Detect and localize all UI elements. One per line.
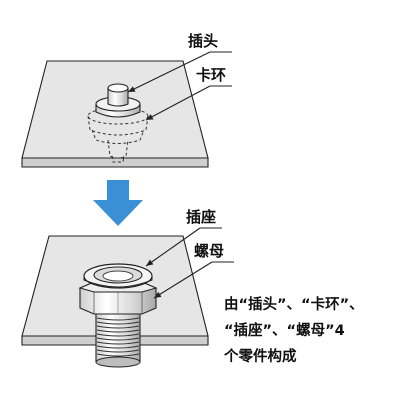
caption: 由“插头”、“卡环”、 “插座”、“螺母”4 个零件构成 (224, 292, 400, 370)
thread-line (96, 345, 140, 349)
thread-line (96, 353, 140, 357)
nut-leader (153, 261, 213, 299)
thread-line (96, 337, 140, 341)
bottom-panel: 插座 螺母 (21, 208, 234, 368)
thread-line (96, 341, 140, 345)
socket (83, 263, 153, 289)
thread-line (96, 317, 140, 321)
caption-line-3: 个零件构成 (224, 349, 297, 365)
thread-line (96, 325, 140, 329)
top-panel: 插头 卡环 (21, 32, 232, 168)
nut-label: 螺母 (194, 242, 224, 260)
thread-line (96, 333, 140, 337)
plug-leader (127, 51, 211, 93)
socket-leader (145, 227, 201, 267)
caption-line-1: 由“插头”、“卡环”、 (224, 297, 364, 313)
thread-line (96, 349, 140, 353)
plug (95, 83, 141, 163)
clip-label: 卡环 (196, 66, 226, 84)
caption-line-2: “插座”、“螺母”4 (224, 323, 345, 339)
clip-leader (145, 85, 211, 121)
thread-line (96, 321, 140, 325)
down-arrow-icon (93, 180, 143, 226)
socket-label: 插座 (186, 208, 216, 226)
thread-line (96, 329, 140, 333)
plug-label: 插头 (188, 32, 218, 50)
